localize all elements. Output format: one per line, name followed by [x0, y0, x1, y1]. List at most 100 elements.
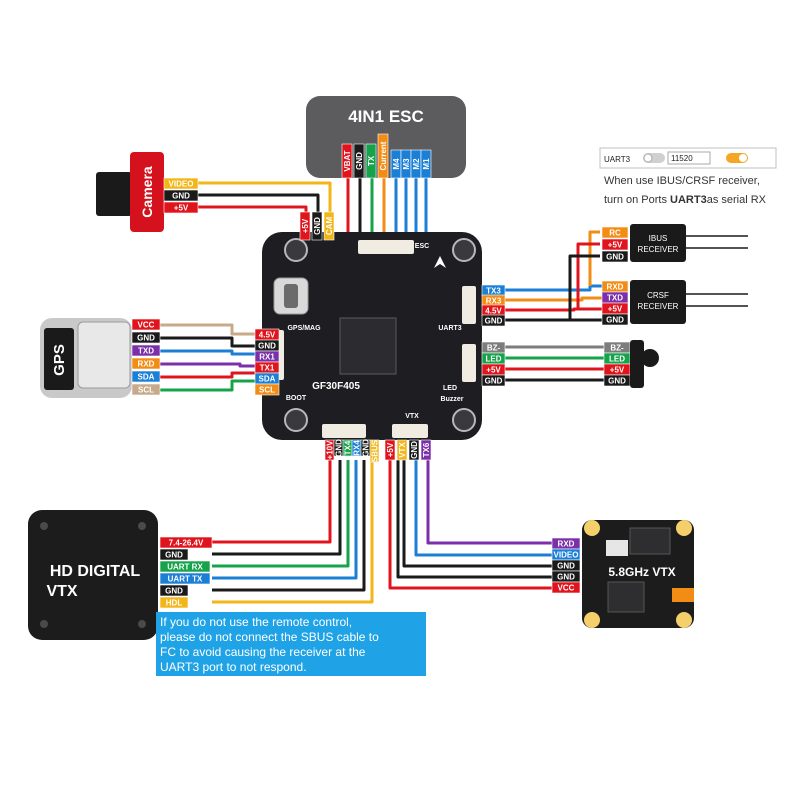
- esc-pin-gnd-tag: GND: [353, 143, 365, 179]
- esc-pin-tag-label: VBAT: [343, 150, 352, 171]
- crsf-pin-gnd-tag: GND: [601, 313, 629, 326]
- hd-vtx-pin-tag-bg: [159, 596, 189, 609]
- mount-hole-br: [452, 408, 476, 432]
- board-hd-pad-tag-label: RX4: [353, 440, 362, 456]
- mount-hole-tl: [284, 238, 308, 262]
- camera-pin-video-tag: VIDEO: [163, 177, 199, 190]
- vtx58-pin-tag-label: VIDEO: [554, 551, 579, 560]
- vtx58-pin-rxd-tag: RXD: [551, 537, 581, 550]
- board-gps-pad-tag-label: 4.5V: [259, 331, 276, 340]
- gps-antenna: [77, 321, 131, 389]
- vtx58-pin-tag-label: RXD: [558, 540, 575, 549]
- camera-pin-tag-bg: [163, 201, 199, 214]
- crsf-name-1: CRSF: [647, 291, 669, 300]
- board-led-pad-gnd-tag: GND: [481, 374, 506, 387]
- ibus-name-1: IBUS: [649, 234, 668, 243]
- hd-vtx-pin-tag-bg: [159, 572, 211, 585]
- crsf-pin-tag-bg: [601, 313, 629, 326]
- gps-pin-sda-tag: SDA: [131, 370, 161, 383]
- hd-hole-tl: [40, 522, 48, 530]
- wire-gps-gnd: [160, 336, 255, 348]
- board-cam-pad-cam-tag: CAM: [323, 211, 335, 241]
- sbus-note: If you do not use the remote control, pl…: [156, 612, 426, 676]
- mcu-chip: [339, 317, 397, 375]
- sbus-note-line3: FC to avoid causing the receiver at the: [160, 645, 366, 659]
- gps-pin-tag-bg: [131, 357, 161, 370]
- note-line2-b: UART3: [670, 194, 707, 206]
- sbus-note-line2: please do not connect the SBUS cable to: [160, 630, 379, 644]
- esc-pin-tag-label: M2: [412, 158, 421, 170]
- board-label-led: LED: [443, 385, 457, 392]
- wire-hd-uarttx: [212, 460, 358, 580]
- gps-pin-tag-bg: [131, 383, 161, 396]
- crsf-pin-rxd-tag: RXD: [601, 280, 629, 293]
- wire-hd-gnd1: [212, 460, 342, 556]
- board-vtx-pad-gnd-tag: GND: [408, 439, 420, 461]
- vtx58-chip-2: [629, 527, 671, 555]
- esc-pin-tag-bg: [377, 133, 389, 179]
- led-pin-tag-label: BZ-: [610, 344, 624, 353]
- ibus-pin-tag-bg: [601, 250, 629, 263]
- top-connector: [358, 240, 414, 254]
- hd-hole-br: [138, 620, 146, 628]
- ibus-body: [630, 224, 686, 262]
- gps-pin-tag-label: VCC: [138, 321, 155, 330]
- esc-pin-tag-label: M4: [392, 158, 401, 170]
- board-led-pad-led-tag: LED: [481, 352, 506, 365]
- crsf-pin-tag-label: RXD: [607, 283, 624, 292]
- hd-connector: [322, 424, 366, 438]
- toggle-off-knob: [643, 153, 653, 163]
- hd-vtx-name-2: VTX: [46, 583, 77, 600]
- led-pin-tag-label: GND: [608, 377, 626, 386]
- hd-vtx-pin-tag-bg: [159, 536, 213, 549]
- board-led-pad-tag-label: +5V: [486, 366, 501, 375]
- board-cam-pad-tag-bg: [323, 211, 335, 241]
- camera-pin-tag-label: GND: [172, 192, 190, 201]
- board-gps-pad-4-5v-tag: 4.5V: [254, 328, 280, 341]
- crsf-pin-tag-label: GND: [606, 316, 624, 325]
- hd-vtx-pin-tag-label: UART TX: [168, 575, 203, 584]
- gps-pin-vcc-tag: VCC: [131, 318, 161, 331]
- wire-ibus-gnd: [568, 254, 600, 320]
- wire-ibus-5v: [576, 242, 600, 309]
- board-vtx-pad-vtx-tag: VTX: [396, 439, 408, 461]
- usb-c-slot: [284, 284, 298, 308]
- sbus-note-line4: UART3 port to not respond.: [160, 660, 307, 674]
- led-connector: [462, 344, 476, 382]
- wire-hd-power: [212, 460, 332, 544]
- board-label-gps-mag: GPS/MAG: [287, 325, 321, 332]
- esc-pin-vbat-tag: VBAT: [341, 143, 353, 179]
- board-vtx-pad-tag-label: VTX: [398, 442, 407, 458]
- board-vtx-pad-tag-bg: [384, 439, 396, 461]
- wire-uart3-rx3: [505, 296, 603, 302]
- direction-arrow-icon: [434, 256, 446, 268]
- board-uart3-pad-tx3-tag: TX3: [481, 284, 506, 297]
- note-line2-c: as serial RX: [707, 194, 767, 206]
- board-hd-pad-tag-label: SBUS: [371, 439, 380, 462]
- ibus-pin-tag-label: +5V: [608, 241, 623, 250]
- hd-vtx-pin-tag-bg: [159, 548, 189, 561]
- camera-pin-gnd-tag: GND: [163, 189, 199, 202]
- camera-pin-tag-label: VIDEO: [169, 180, 194, 189]
- wire-gps-txd: [160, 349, 255, 356]
- ibus-pin-tag-label: GND: [606, 253, 624, 262]
- crsf-pin-tag-label: TXD: [607, 294, 623, 303]
- wire-hd-gnd2: [212, 460, 366, 592]
- flight-controller: GPS/MAGESCUART3LEDBuzzerBOOTVTXGF30F405 …: [254, 211, 506, 463]
- vtx58-hole-tl: [584, 520, 600, 536]
- led-pin-tag-label: +5V: [610, 366, 625, 375]
- board-gps-pad-sda-tag: SDA: [254, 372, 280, 385]
- note-line1: When use IBUS/CRSF receiver,: [604, 175, 760, 187]
- crsf-body: [630, 280, 686, 324]
- hd-vtx-pin-tag-label: GND: [165, 551, 183, 560]
